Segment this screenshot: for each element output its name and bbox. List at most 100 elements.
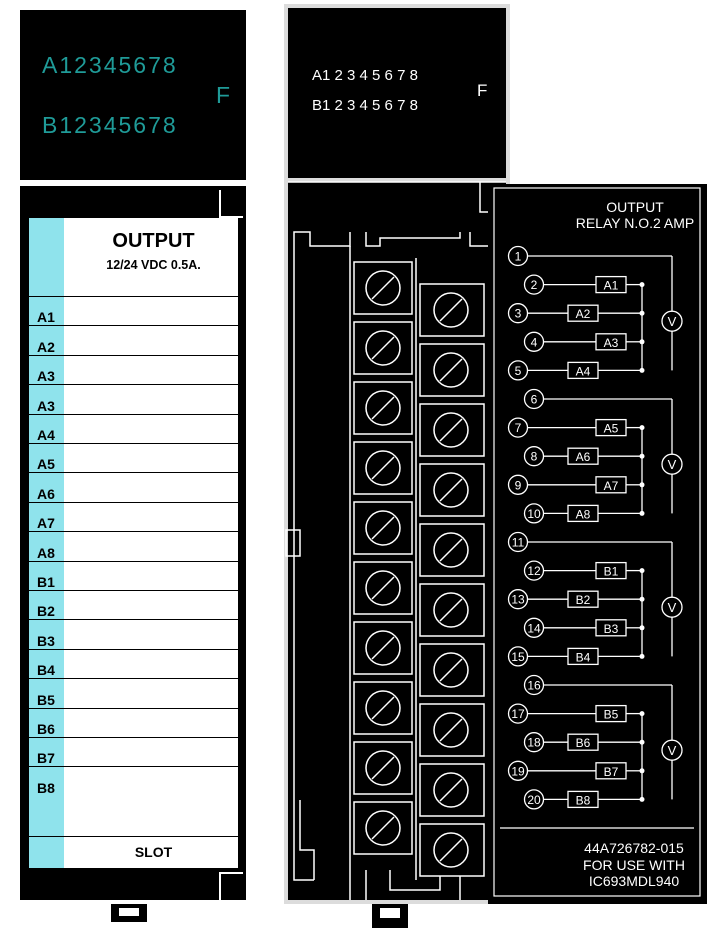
terminal-circle: 6 [523, 388, 545, 410]
right-latch-slot [380, 908, 400, 918]
terminal-number: 7 [515, 421, 522, 435]
terminal-circle: 8 [523, 446, 545, 467]
right-led-fault: F [477, 81, 487, 100]
relay: A1 [595, 275, 627, 294]
relay-label: A1 [604, 279, 619, 293]
left-led-indicators: A12345678 F B12345678 [20, 10, 246, 180]
terminal-circle: 15 [507, 646, 529, 667]
terminal-circle: 16 [523, 674, 545, 696]
wiring-title-2: RELAY N.O.2 AMP [576, 215, 695, 231]
relay-label: A2 [576, 307, 591, 321]
terminal-circle: 12 [523, 560, 545, 581]
relay: B5 [595, 704, 627, 723]
terminal-circle: 4 [523, 331, 545, 352]
terminal-number: 9 [515, 478, 522, 492]
terminal-number: 6 [531, 393, 538, 407]
terminal-circle: 2 [523, 274, 545, 295]
relay: A3 [595, 333, 627, 351]
label-point-id: A3 [37, 368, 55, 385]
terminal-circle: 10 [523, 503, 545, 524]
supply-label: V [668, 457, 677, 472]
label-point-id: B8 [37, 779, 55, 796]
terminal-number: 20 [527, 793, 541, 807]
terminal-number: 18 [527, 736, 541, 750]
label-point-id: A3 [37, 397, 55, 414]
for-use-with: FOR USE WITH [583, 857, 685, 873]
label-row: A8 [29, 531, 238, 561]
terminal-screw [353, 381, 413, 435]
left-divider [20, 180, 246, 183]
terminal-circle: 7 [507, 417, 529, 438]
terminal-number: 1 [515, 250, 522, 264]
label-title: OUTPUT [112, 230, 195, 252]
relay: A7 [595, 476, 627, 494]
terminal-circle: 19 [507, 760, 529, 781]
left-led-row-b: B12345678 [42, 112, 178, 138]
label-row: A7 [29, 501, 238, 532]
relay: B6 [567, 733, 599, 751]
label-point-id: A8 [37, 544, 55, 561]
label-row-slot-border [29, 836, 238, 837]
supply-symbol [661, 739, 683, 761]
relay-label: A5 [604, 422, 619, 436]
terminal-screw [353, 741, 413, 795]
label-row: A6 [29, 472, 238, 502]
relay-label: B6 [576, 736, 591, 750]
label-row: A3 [29, 354, 238, 385]
terminal-screw [353, 621, 413, 675]
terminal-screw [353, 681, 413, 735]
terminal-screw [419, 343, 485, 397]
relay-label: A3 [604, 336, 619, 350]
label-row: A5 [29, 443, 238, 473]
terminal-number: 17 [511, 707, 525, 721]
label-row: B4 [29, 648, 238, 679]
right-led-row-a: A1 2 3 4 5 6 7 8 [312, 67, 418, 84]
terminal-circle: 5 [507, 360, 529, 381]
terminal-number: 5 [515, 364, 522, 378]
label-point-id: A6 [37, 485, 55, 502]
label-point-id: B5 [37, 691, 55, 708]
label-row: A3 [29, 384, 238, 414]
terminal-circle: 14 [523, 617, 545, 638]
terminal-screw [353, 321, 413, 375]
terminal-number: 10 [527, 507, 541, 521]
label-point-id: B7 [37, 750, 55, 767]
relay: B2 [567, 590, 599, 608]
label-row: B7 [29, 737, 238, 767]
terminal-screw [353, 261, 413, 315]
left-latch[interactable] [111, 904, 147, 922]
label-row: B1 [29, 560, 238, 591]
left-led-panel [20, 10, 246, 180]
label-point-id: B4 [37, 662, 55, 679]
terminal-screw [419, 523, 485, 577]
label-point-id: A2 [37, 338, 55, 355]
terminal-screw [419, 463, 485, 517]
label-point-id: A5 [37, 456, 55, 473]
wiring-panel-border [493, 187, 701, 897]
relay: A5 [595, 418, 627, 437]
terminal-number: 19 [511, 764, 525, 778]
label-row: B3 [29, 619, 238, 649]
terminal-screws-right [419, 283, 485, 877]
label-row: B6 [29, 707, 238, 738]
terminal-screw [419, 403, 485, 457]
label-point-id: B2 [37, 603, 55, 620]
terminal-number: 11 [512, 536, 525, 550]
label-row: A4 [29, 413, 238, 444]
left-led-fault: F [216, 82, 233, 108]
relay-label: B7 [604, 765, 619, 779]
relay: A6 [567, 447, 599, 465]
relay: B8 [567, 790, 599, 809]
relay-label: B2 [576, 593, 591, 607]
right-module: A1 2 3 4 5 6 7 8 B1 2 3 4 5 6 7 8 F OUTP… [284, 4, 707, 928]
terminal-screw [419, 763, 485, 817]
right-led-panel [288, 8, 506, 178]
terminal-circle: 1 [507, 245, 529, 267]
relay-label: B5 [604, 708, 619, 722]
left-corner-notch [219, 190, 243, 218]
label-point-id: B1 [37, 573, 55, 590]
supply-symbol [661, 453, 683, 475]
relay-label: A6 [576, 450, 591, 464]
relay-label: A4 [576, 364, 591, 378]
